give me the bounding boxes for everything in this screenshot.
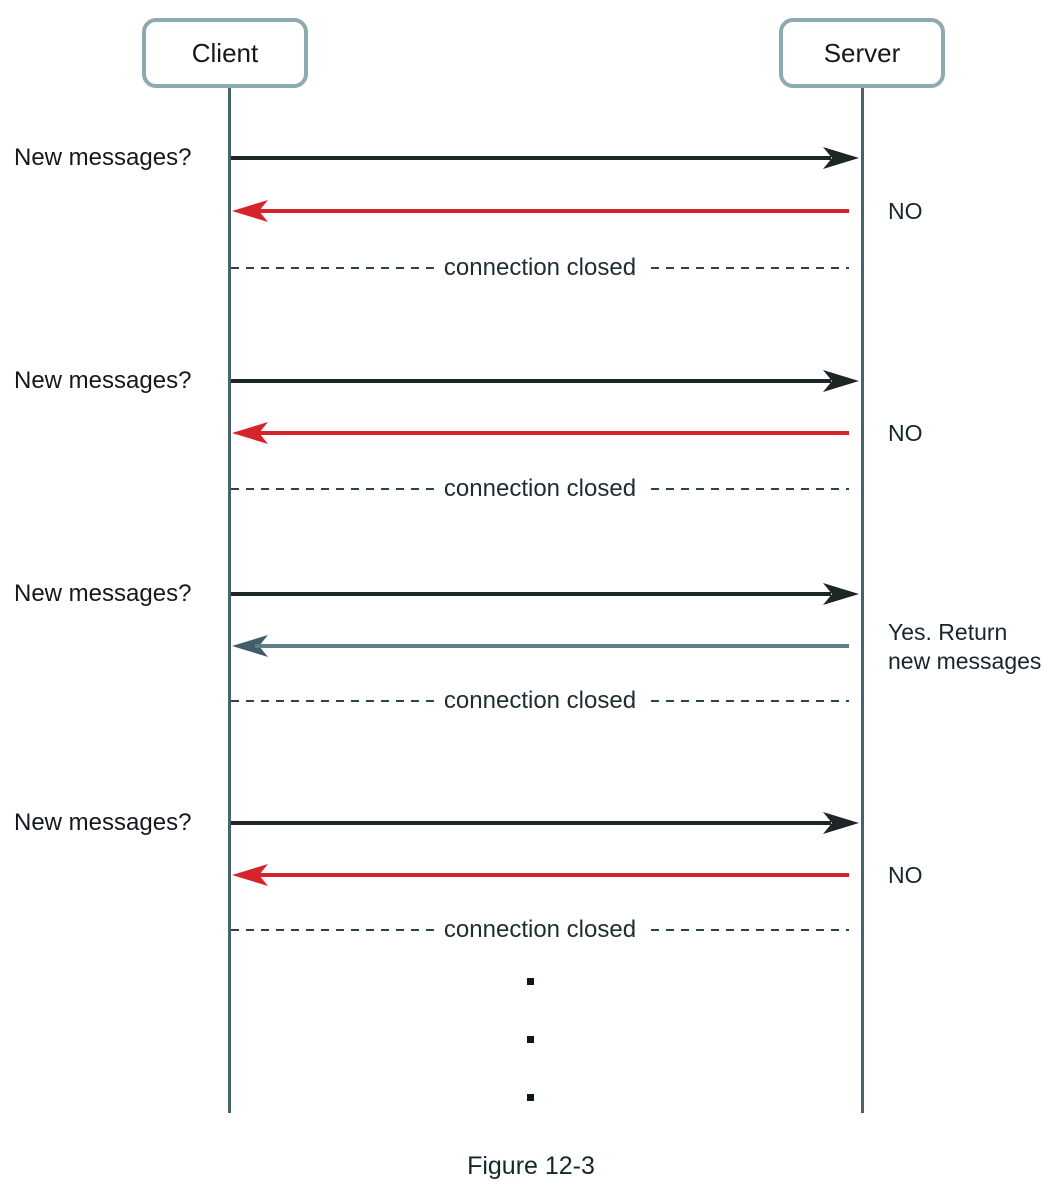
response-arrow-left-icon bbox=[231, 420, 861, 446]
continuation-dot-icon bbox=[527, 978, 534, 985]
request-label: New messages? bbox=[14, 809, 192, 836]
continuation-dot-icon bbox=[527, 1036, 534, 1043]
response-arrow-left-icon bbox=[231, 862, 861, 888]
response-arrow-left-icon bbox=[231, 633, 861, 659]
connection-closed-line: connection closed bbox=[231, 254, 849, 282]
request-arrow-right-icon bbox=[231, 368, 861, 394]
request-label: New messages? bbox=[14, 367, 192, 394]
actor-client-label: Client bbox=[191, 37, 259, 68]
response-label-line2: new messages bbox=[888, 648, 1042, 674]
actor-box-server: Server bbox=[779, 18, 945, 88]
client-lifeline bbox=[228, 88, 231, 1113]
request-arrow-right-icon bbox=[231, 581, 861, 607]
connection-closed-label: connection closed bbox=[433, 254, 647, 282]
continuation-dot-icon bbox=[527, 1094, 534, 1101]
request-arrow-right-icon bbox=[231, 810, 861, 836]
connection-closed-line: connection closed bbox=[231, 687, 849, 715]
connection-closed-line: connection closed bbox=[231, 916, 849, 944]
response-label: Yes. Return new messages bbox=[888, 618, 1062, 676]
server-lifeline bbox=[861, 88, 864, 1113]
response-label: NO bbox=[888, 862, 923, 888]
connection-closed-line: connection closed bbox=[231, 475, 849, 503]
connection-closed-label: connection closed bbox=[433, 916, 647, 944]
request-label: New messages? bbox=[14, 144, 192, 171]
response-arrow-left-icon bbox=[231, 198, 861, 224]
connection-closed-label: connection closed bbox=[433, 687, 647, 715]
connection-closed-label: connection closed bbox=[433, 475, 647, 503]
request-arrow-right-icon bbox=[231, 145, 861, 171]
response-label: NO bbox=[888, 420, 923, 446]
response-label-line1: Yes. Return bbox=[888, 619, 1008, 645]
figure-caption: Figure 12-3 bbox=[467, 1152, 595, 1180]
response-label: NO bbox=[888, 198, 923, 224]
request-label: New messages? bbox=[14, 580, 192, 607]
actor-server-label: Server bbox=[823, 37, 901, 68]
actor-box-client: Client bbox=[142, 18, 308, 88]
